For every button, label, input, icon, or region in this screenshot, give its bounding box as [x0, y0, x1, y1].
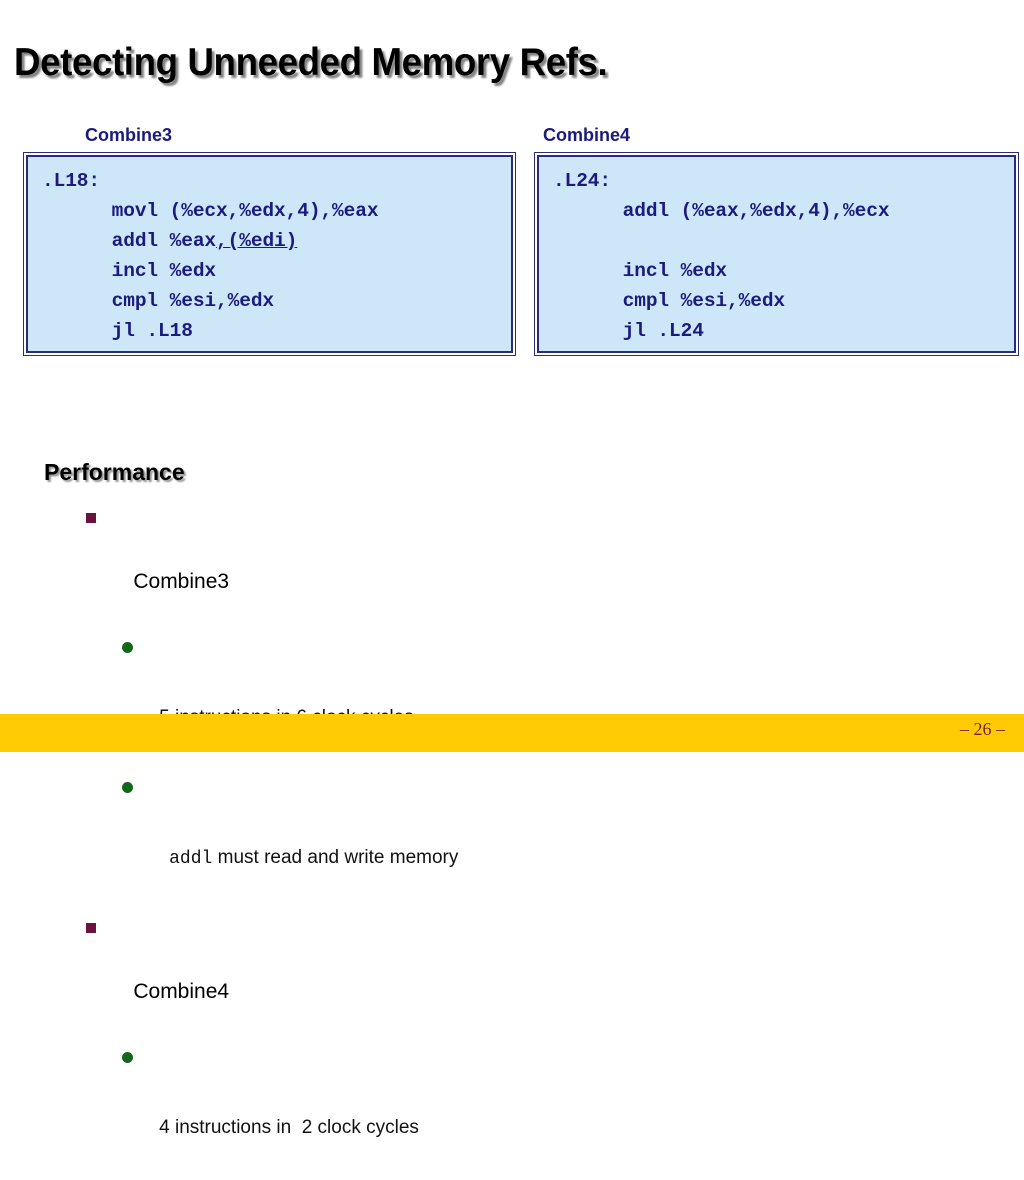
list-item-label: Combine4 — [133, 980, 230, 1003]
code-line: jl .L18 — [42, 320, 193, 342]
code-panel-label-combine3: Combine3 — [85, 125, 173, 145]
square-bullet-icon — [86, 923, 96, 933]
code-line: cmpl %esi,%edx — [42, 290, 275, 312]
code-line: cmpl %esi,%edx — [553, 290, 786, 312]
list-item-label: Combine3 — [133, 570, 230, 593]
code-panel-combine4: Combine4 .L24: addl (%eax,%edx,4),%ecx i… — [534, 124, 1019, 356]
list-item: Combine4 — [0, 912, 1024, 1040]
page-number: – 26 – — [960, 719, 1005, 739]
code-panel-label-combine4: Combine4 — [543, 125, 631, 145]
footer-bar — [0, 714, 1024, 752]
code-line: addl %eax,(%edi) — [42, 230, 298, 252]
code-line: incl %edx — [42, 260, 217, 282]
code-line: jl .L24 — [553, 320, 704, 342]
code-line: incl %edx — [553, 260, 728, 282]
list-item: addl must read and write memory — [0, 770, 1024, 912]
performance-bullet-list: Combine3 5 instructions in 6 clock cycle… — [0, 502, 1024, 1180]
code-line: addl (%eax,%edx,4),%ecx — [553, 200, 890, 222]
round-bullet-icon — [122, 782, 133, 793]
list-item-code: addl — [169, 849, 213, 869]
code-panel-combine3: Combine3 .L18: movl (%ecx,%edx,4),%eax a… — [23, 124, 516, 356]
list-item: Combine3 — [0, 502, 1024, 630]
code-line: movl (%ecx,%edx,4),%eax — [42, 200, 379, 222]
code-underlined-operand: ,(%edi) — [216, 230, 298, 252]
round-bullet-icon — [122, 642, 133, 653]
square-bullet-icon — [86, 513, 96, 523]
list-item-label: must read and write memory — [212, 847, 459, 868]
performance-heading: Performance — [44, 459, 185, 485]
list-item: 4 instructions in 2 clock cycles — [0, 1040, 1024, 1180]
round-bullet-icon — [122, 1052, 133, 1063]
code-line: .L24: — [553, 170, 612, 192]
code-line-blank — [553, 226, 1010, 256]
code-line: .L18: — [42, 170, 101, 192]
page-title: Detecting Unneeded Memory Refs. — [14, 41, 608, 84]
list-item-label: 4 instructions in 2 clock cycles — [159, 1117, 419, 1138]
code-box-combine3: .L18: movl (%ecx,%edx,4),%eax addl %eax,… — [23, 152, 516, 356]
code-box-combine4: .L24: addl (%eax,%edx,4),%ecx incl %edx … — [534, 152, 1019, 356]
